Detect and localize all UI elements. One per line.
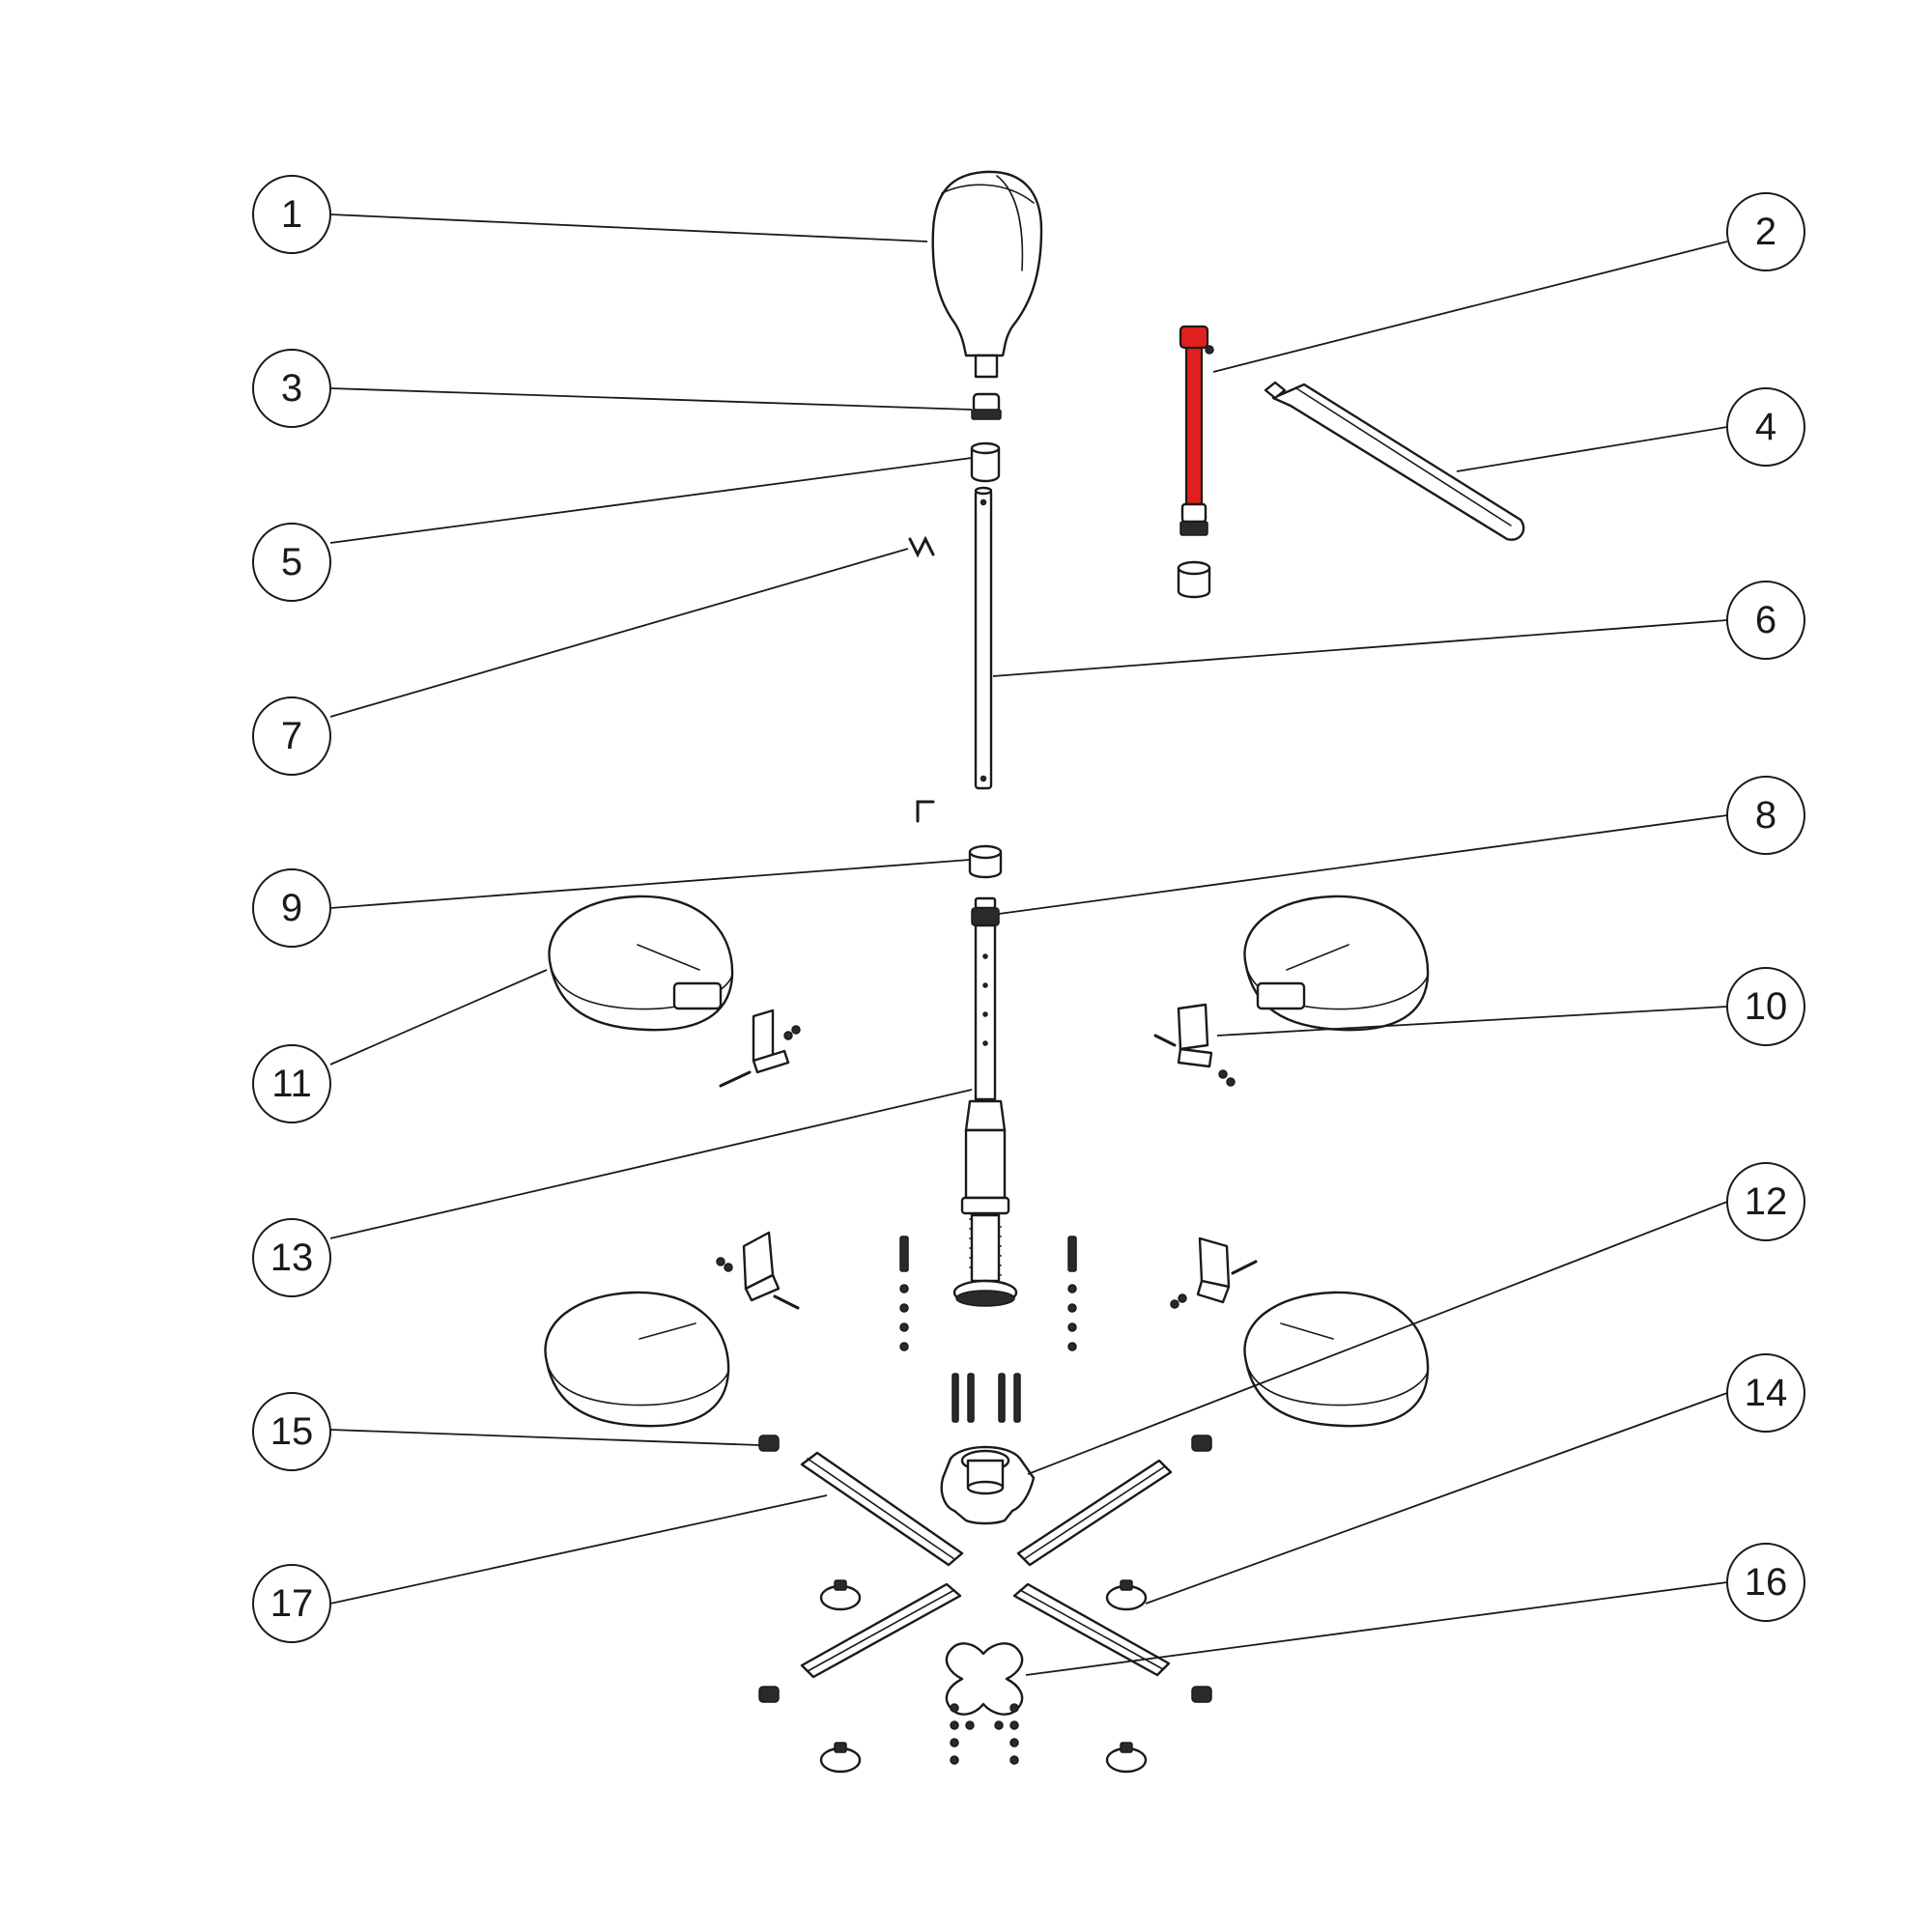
pad-lower-right — [1243, 1291, 1430, 1428]
svg-text:7: 7 — [281, 715, 302, 757]
arm-lower-left — [800, 1582, 962, 1679]
leader-lines — [329, 213, 1728, 1676]
callout-9: 9 — [252, 868, 331, 948]
part-1-knob — [931, 170, 1043, 379]
part-6-rod — [974, 486, 993, 790]
callout-14: 14 — [1726, 1353, 1805, 1433]
part-4-tool-bar — [1264, 381, 1525, 541]
callout-13: 13 — [252, 1218, 331, 1297]
callout-11: 11 — [252, 1044, 331, 1123]
arm-upper-right — [1016, 1459, 1173, 1567]
part-8-connector — [971, 896, 1000, 926]
part-11-pad-upper-left — [548, 895, 734, 1032]
part-l-pin — [916, 800, 935, 823]
svg-text:8: 8 — [1755, 794, 1776, 837]
svg-text:12: 12 — [1745, 1180, 1788, 1223]
arm-lower-right — [1012, 1582, 1171, 1677]
callout-2: 2 — [1726, 192, 1805, 271]
svg-text:5: 5 — [281, 541, 302, 583]
svg-text:14: 14 — [1745, 1372, 1788, 1414]
end-caps — [758, 1435, 1212, 1703]
callout-3: 3 — [252, 349, 331, 428]
pad-upper-right — [1243, 895, 1430, 1032]
pad-lower-left — [544, 1291, 730, 1428]
svg-text:4: 4 — [1755, 406, 1776, 448]
svg-text:16: 16 — [1745, 1561, 1788, 1604]
part-2-highlighted-tube — [1177, 325, 1214, 599]
part-17-arm-upper-left — [800, 1451, 964, 1567]
callout-12: 12 — [1726, 1162, 1805, 1241]
callout-4: 4 — [1726, 387, 1805, 467]
glides — [819, 1579, 1148, 1774]
svg-text:15: 15 — [270, 1410, 314, 1453]
callout-6: 6 — [1726, 581, 1805, 660]
svg-text:11: 11 — [271, 1063, 312, 1105]
callout-15: 15 — [252, 1392, 331, 1471]
callout-1: 1 — [252, 175, 331, 254]
bracket-lower-right — [1170, 1236, 1258, 1309]
svg-text:10: 10 — [1745, 985, 1788, 1028]
svg-text:13: 13 — [270, 1236, 314, 1279]
svg-text:3: 3 — [281, 367, 302, 410]
callout-16: 16 — [1726, 1543, 1805, 1622]
part-16-cross-plate — [945, 1642, 1024, 1716]
callout-17: 17 — [252, 1564, 331, 1643]
svg-text:1: 1 — [281, 193, 302, 236]
bottom-screws — [950, 1703, 1019, 1765]
part-5-bushing — [970, 441, 1001, 483]
svg-text:6: 6 — [1755, 599, 1776, 641]
svg-text:17: 17 — [270, 1582, 314, 1625]
callout-7: 7 — [252, 696, 331, 776]
part-13-column — [952, 923, 1018, 1307]
part-12-mount-plate — [940, 1445, 1036, 1525]
part-10-bracket — [1153, 1003, 1236, 1087]
svg-text:9: 9 — [281, 887, 302, 929]
callout-8: 8 — [1726, 776, 1805, 855]
part-3-connector — [971, 392, 1002, 420]
callout-5: 5 — [252, 523, 331, 602]
callout-10: 10 — [1726, 967, 1805, 1046]
bracket-lower-left — [716, 1231, 800, 1310]
part-7-clip — [908, 535, 935, 558]
svg-text:2: 2 — [1755, 211, 1776, 253]
bracket-upper-left — [719, 1009, 801, 1088]
part-9-ring — [968, 844, 1003, 879]
screw-columns — [899, 1236, 1077, 1423]
